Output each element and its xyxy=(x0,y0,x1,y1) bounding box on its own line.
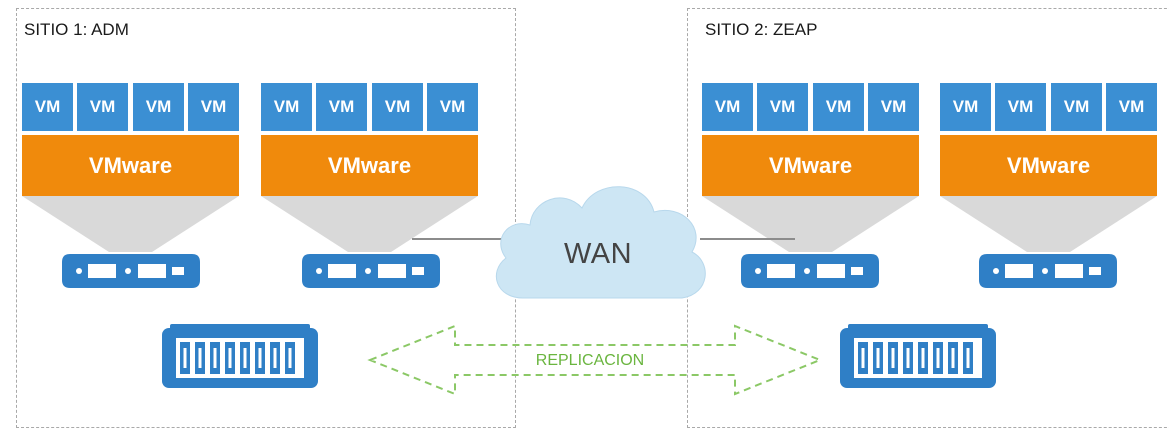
server-icon xyxy=(62,254,200,288)
vm-block: VM xyxy=(316,83,367,131)
vm-block: VM xyxy=(22,83,73,131)
vm-block: VM xyxy=(757,83,808,131)
wan-link-left xyxy=(412,238,522,240)
funnel-connector xyxy=(22,196,239,252)
hypervisor-bar: VMware xyxy=(940,135,1157,196)
replication-label: REPLICACION xyxy=(535,352,645,369)
vm-block: VM xyxy=(940,83,991,131)
vm-block: VM xyxy=(702,83,753,131)
funnel-connector xyxy=(702,196,919,252)
wan-link-right xyxy=(700,238,795,240)
server-icon xyxy=(741,254,879,288)
storage-array-icon xyxy=(162,324,318,388)
vm-block: VM xyxy=(995,83,1046,131)
vm-block: VM xyxy=(1051,83,1102,131)
vm-block: VM xyxy=(188,83,239,131)
site-2-title: SITIO 2: ZEAP xyxy=(705,20,818,39)
hypervisor-bar: VMware xyxy=(22,135,239,196)
hypervisor-bar: VMware xyxy=(261,135,478,196)
funnel-connector xyxy=(940,196,1157,252)
vm-block: VM xyxy=(133,83,184,131)
vm-block: VM xyxy=(427,83,478,131)
vm-block: VM xyxy=(813,83,864,131)
wan-cloud-icon xyxy=(495,186,706,299)
vm-block: VM xyxy=(77,83,128,131)
server-icon xyxy=(302,254,440,288)
vm-block: VM xyxy=(1106,83,1157,131)
hypervisor-bar: VMware xyxy=(702,135,919,196)
wan-label: WAN xyxy=(563,238,633,270)
site-1-title: SITIO 1: ADM xyxy=(24,20,129,39)
vm-block: VM xyxy=(372,83,423,131)
vm-block: VM xyxy=(868,83,919,131)
vm-block: VM xyxy=(261,83,312,131)
server-icon xyxy=(979,254,1117,288)
funnel-connector xyxy=(261,196,478,252)
storage-array-icon xyxy=(840,324,996,388)
